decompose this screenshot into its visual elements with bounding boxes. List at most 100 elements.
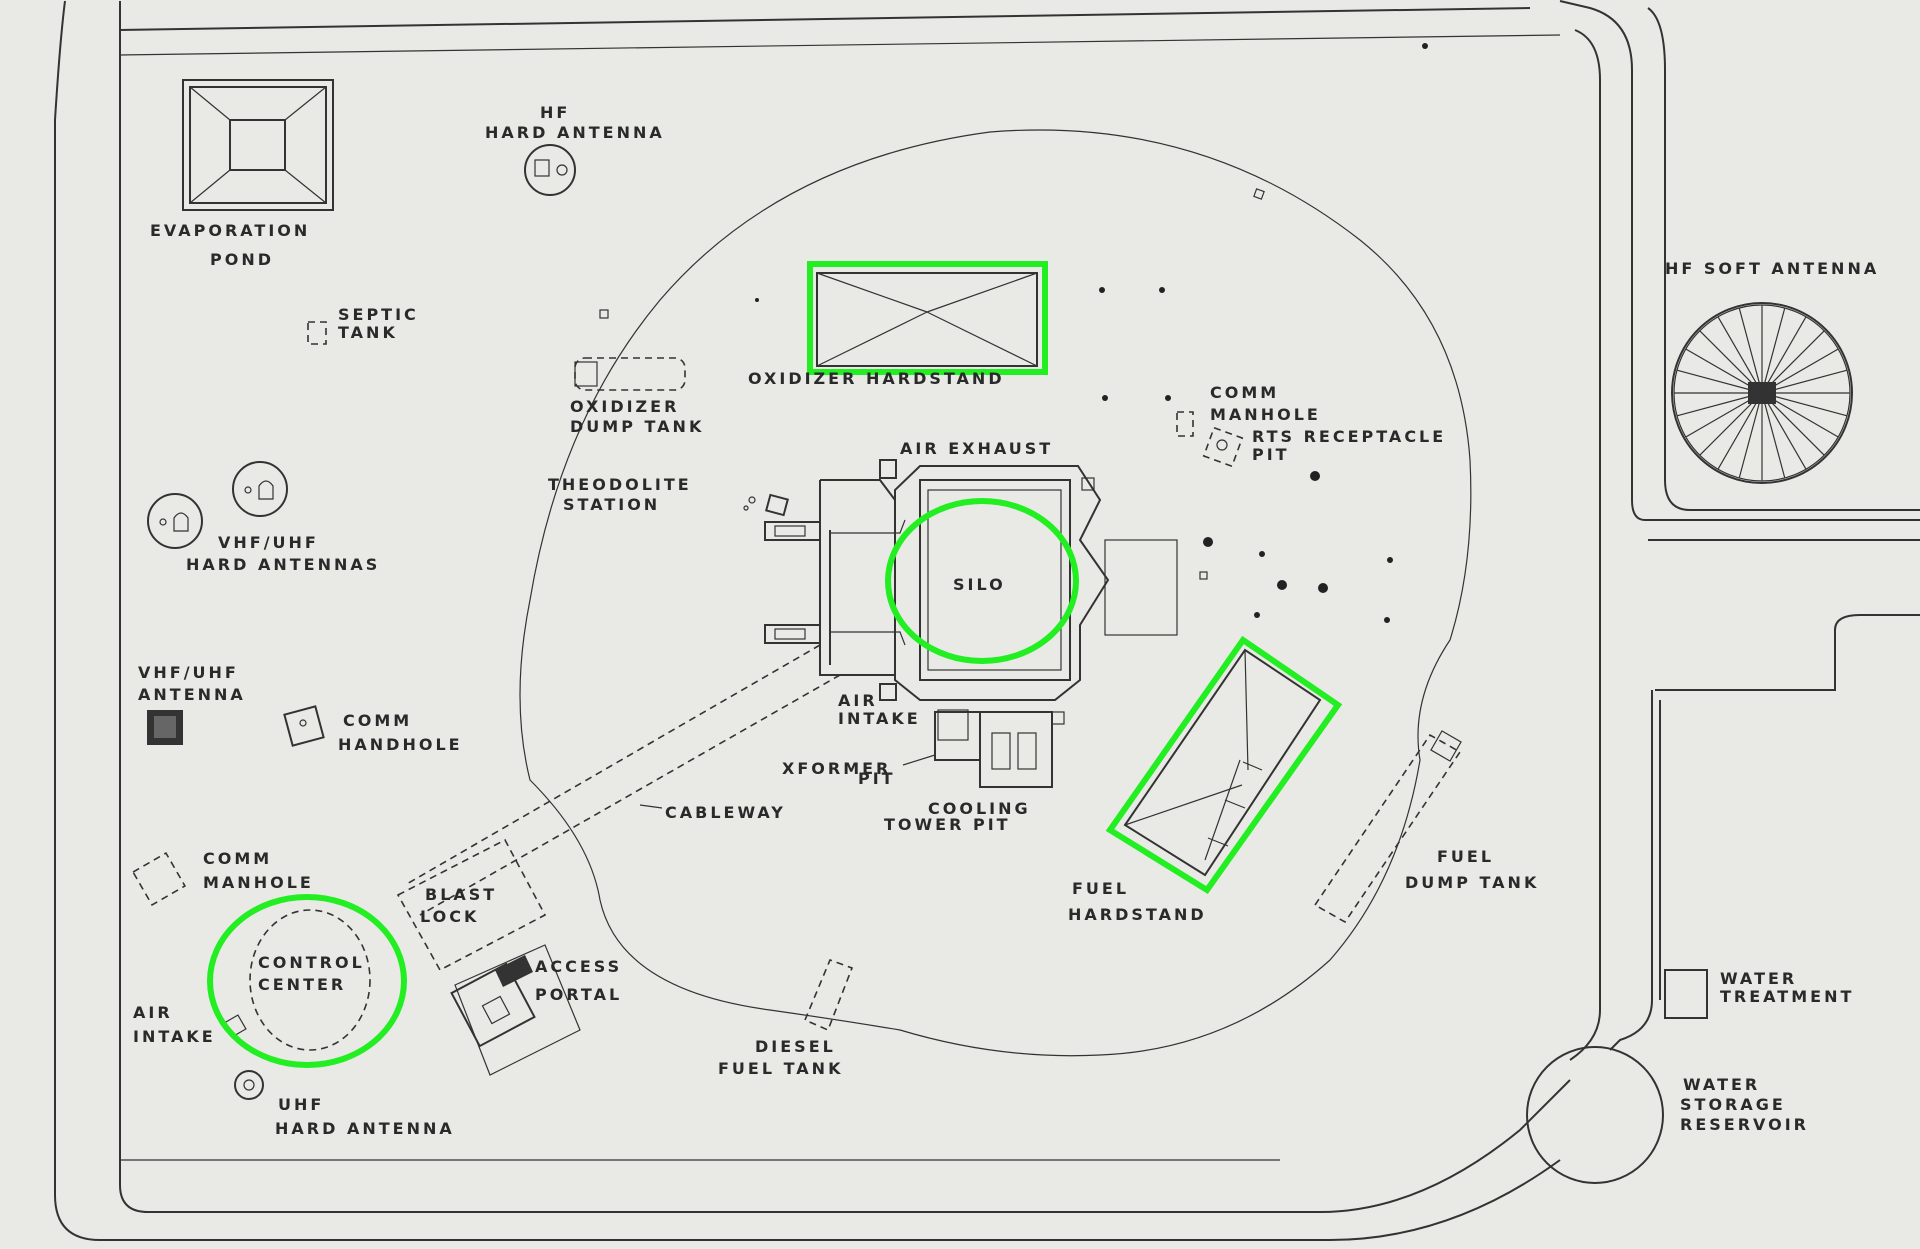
antenna-spoke bbox=[1676, 369, 1763, 394]
water-storage-reservoir-label-1: WATER bbox=[1683, 1075, 1760, 1094]
cableway-label: CABLEWAY bbox=[665, 803, 786, 822]
comm-handhole-label-1: COMM bbox=[343, 711, 412, 730]
diesel-fuel-tank-label-2: FUEL TANK bbox=[718, 1059, 843, 1078]
septic-tank-icon bbox=[307, 321, 327, 345]
oxidizer-dump-tank-label-1: OXIDIZER bbox=[570, 397, 679, 416]
septic-tank-label-1: SEPTIC bbox=[338, 305, 419, 324]
silo-label: SILO bbox=[953, 575, 1006, 594]
oxidizer-hardstand-highlight bbox=[807, 261, 1048, 375]
fuel-dump-tank-icon bbox=[1313, 730, 1462, 924]
fuel-dump-tank-label-1: FUEL bbox=[1437, 847, 1494, 866]
xformer-pit-label-2: PIT bbox=[858, 769, 896, 788]
site-markers bbox=[599, 43, 1428, 623]
access-portal-label-1: ACCESS bbox=[535, 957, 622, 976]
control-center-highlight bbox=[207, 894, 407, 1068]
theodolite-station-icon bbox=[743, 493, 789, 517]
water-storage-reservoir-label-3: RESERVOIR bbox=[1680, 1115, 1809, 1134]
oxidizer-hardstand bbox=[807, 261, 1048, 375]
water-treatment-label-2: TREATMENT bbox=[1720, 987, 1854, 1006]
oxidizer-hardstand-label: OXIDIZER HARDSTAND bbox=[748, 369, 1005, 388]
hf-hard-antenna-label-2: HARD ANTENNA bbox=[485, 123, 665, 142]
antenna-spoke bbox=[1761, 330, 1825, 394]
cooling-tower-pit-icon bbox=[902, 711, 1065, 788]
blast-lock-label-1: BLAST bbox=[425, 885, 497, 904]
rts-receptacle-pit-icon bbox=[1202, 426, 1244, 468]
water-storage-reservoir-icon bbox=[1526, 1046, 1664, 1184]
comm-handhole-label-2: HANDHOLE bbox=[338, 735, 463, 754]
antenna-spoke bbox=[1761, 348, 1839, 394]
oxidizer-dump-tank-icon bbox=[574, 357, 686, 391]
control-center-label-1: CONTROL bbox=[258, 953, 365, 972]
antenna-spoke bbox=[1761, 392, 1848, 417]
evaporation-pond-label-1: EVAPORATION bbox=[150, 221, 310, 240]
air-intake-silo-label-2: INTAKE bbox=[838, 709, 921, 728]
comm-manhole-left-icon bbox=[131, 851, 187, 907]
air-intake-control-label-1: AIR bbox=[133, 1003, 173, 1022]
theodolite-station-label-2: STATION bbox=[563, 495, 660, 514]
septic-tank-label-2: TANK bbox=[338, 323, 398, 342]
hf-soft-antenna-icon bbox=[1671, 302, 1853, 484]
antenna-spoke bbox=[1685, 348, 1763, 394]
comm-manhole-right-label-1: COMM bbox=[1210, 383, 1279, 402]
antenna-spoke bbox=[1738, 307, 1763, 394]
antenna-spoke bbox=[1685, 392, 1763, 438]
water-treatment-label-1: WATER bbox=[1720, 969, 1797, 988]
fuel-hardstand-highlight bbox=[1105, 635, 1343, 895]
silo-highlight bbox=[885, 498, 1079, 664]
silo-complex bbox=[764, 465, 1178, 741]
comm-manhole-right-label-2: MANHOLE bbox=[1210, 405, 1321, 424]
fuel-hardstand-label-1: FUEL bbox=[1072, 879, 1129, 898]
vhf-uhf-antenna-label-1: VHF/UHF bbox=[138, 663, 239, 682]
inner-pad-boundary bbox=[519, 129, 1472, 1057]
vhf-uhf-antenna-label-2: ANTENNA bbox=[138, 685, 246, 704]
hf-soft-antenna-label: HF SOFT ANTENNA bbox=[1665, 259, 1879, 278]
air-exhaust-label: AIR EXHAUST bbox=[900, 439, 1053, 458]
uhf-hard-antenna-label-2: HARD ANTENNA bbox=[275, 1119, 455, 1138]
comm-manhole-left-label-1: COMM bbox=[203, 849, 272, 868]
diesel-fuel-tank-icon bbox=[803, 958, 854, 1032]
vhf-uhf-hard-antennas-label-2: HARD ANTENNAS bbox=[186, 555, 380, 574]
antenna-spoke bbox=[1761, 316, 1807, 394]
antenna-spoke bbox=[1717, 316, 1763, 394]
comm-manhole-right-icon bbox=[1176, 411, 1194, 437]
water-storage-reservoir-label-2: STORAGE bbox=[1680, 1095, 1786, 1114]
blast-lock-icon bbox=[396, 838, 547, 972]
oxidizer-dump-tank-label-2: DUMP TANK bbox=[570, 417, 704, 436]
antenna-spoke bbox=[1761, 307, 1786, 394]
uhf-hard-antenna-icon bbox=[234, 1070, 264, 1100]
water-treatment-icon bbox=[1664, 969, 1708, 1019]
rts-receptacle-pit-label-1: RTS RECEPTACLE bbox=[1252, 427, 1446, 446]
control-center-label-2: CENTER bbox=[258, 975, 346, 994]
antenna-spoke bbox=[1717, 392, 1763, 470]
evaporation-pond bbox=[182, 79, 334, 211]
hf-hard-antenna-icon bbox=[524, 144, 576, 196]
antenna-spoke bbox=[1699, 330, 1763, 394]
perimeter-road bbox=[54, 0, 1920, 1241]
air-intake-control-label-2: INTAKE bbox=[133, 1027, 216, 1046]
antenna-spoke bbox=[1761, 369, 1848, 394]
comm-manhole-left-label-2: MANHOLE bbox=[203, 873, 314, 892]
rts-receptacle-pit-label-2: PIT bbox=[1252, 445, 1290, 464]
antenna-spoke bbox=[1699, 392, 1763, 456]
xformer-pit-label-1: XFORMER bbox=[782, 759, 891, 778]
antenna-spoke bbox=[1761, 392, 1807, 470]
antenna-spoke bbox=[1761, 392, 1825, 456]
air-exhaust-icon bbox=[879, 459, 897, 479]
antenna-spoke bbox=[1761, 392, 1786, 479]
access-portal-icon bbox=[450, 944, 581, 1076]
uhf-hard-antenna-label-1: UHF bbox=[278, 1095, 324, 1114]
air-intake-silo-label-1: AIR bbox=[838, 691, 878, 710]
comm-handhole-icon bbox=[283, 705, 325, 747]
access-portal-label-2: PORTAL bbox=[535, 985, 622, 1004]
diesel-fuel-tank-label-1: DIESEL bbox=[755, 1037, 836, 1056]
vhf-uhf-hard-antennas-label-1: VHF/UHF bbox=[218, 533, 319, 552]
fuel-hardstand bbox=[1105, 635, 1343, 895]
vhf-uhf-hard-antennas-icon bbox=[147, 461, 288, 549]
antenna-spoke bbox=[1676, 392, 1763, 417]
hf-hard-antenna-label-1: HF bbox=[540, 103, 570, 122]
antenna-spoke bbox=[1761, 392, 1839, 438]
vhf-uhf-antenna-icon bbox=[147, 710, 183, 745]
cooling-tower-pit-label-2: TOWER PIT bbox=[884, 815, 1011, 834]
cooling-tower-pit-label-1: COOLING bbox=[928, 799, 1031, 818]
